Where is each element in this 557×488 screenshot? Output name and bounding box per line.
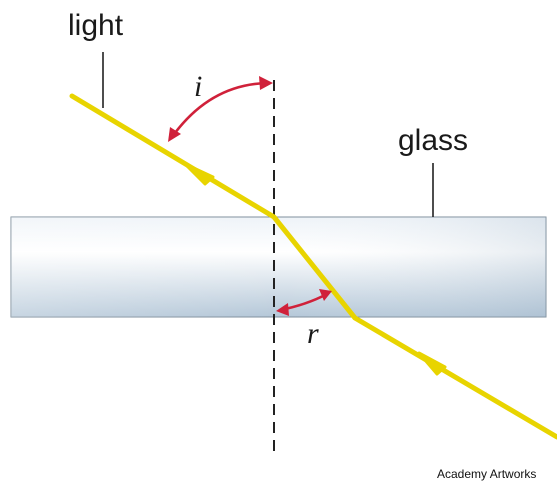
credit-text: Academy Artworks (437, 467, 536, 481)
emergent-ray-arrow-icon (417, 351, 447, 376)
refraction-arc-arrowhead-left-icon (276, 303, 289, 316)
refraction-angle-label: r (307, 317, 319, 350)
incident-ray-arrow-icon (183, 162, 215, 186)
glass-label: glass (398, 124, 468, 157)
light-ray (69, 93, 557, 440)
glass-sheen (11, 217, 546, 317)
incidence-arc-arrowhead-top-icon (259, 76, 273, 90)
incidence-arc-arrowhead-bottom-icon (168, 127, 181, 142)
incidence-angle-label: i (194, 70, 202, 103)
incidence-angle-arc (170, 81, 269, 138)
refraction-arc-arrowhead-right-icon (319, 289, 332, 301)
light-label: light (68, 9, 124, 42)
